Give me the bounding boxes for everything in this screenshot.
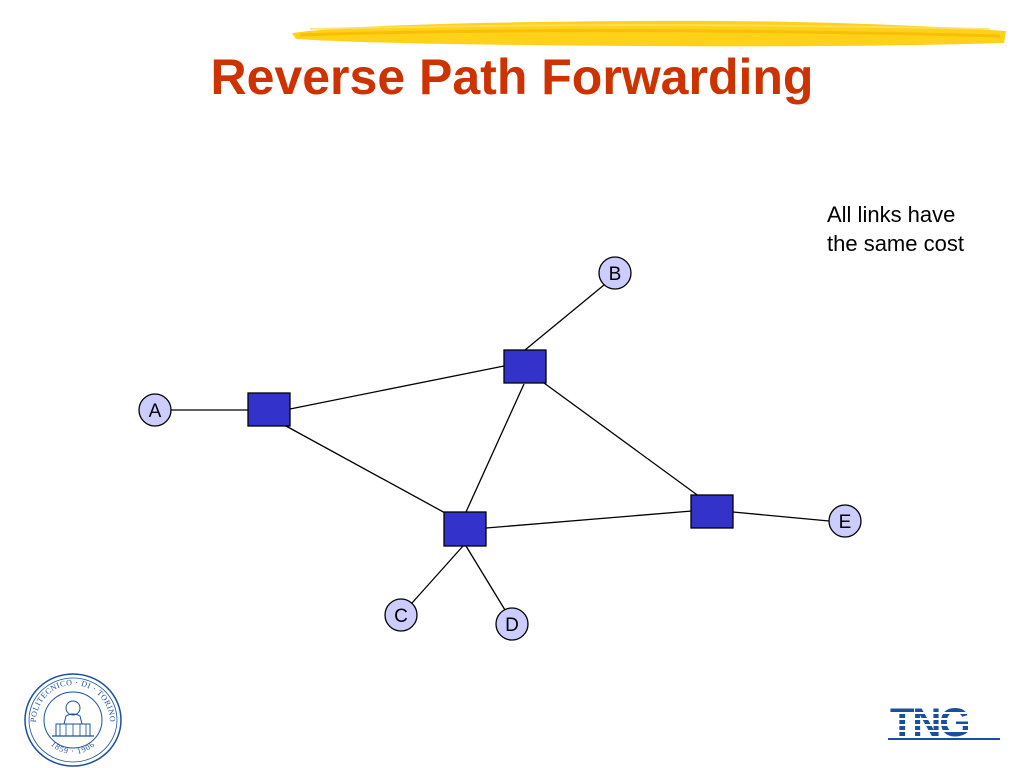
svg-text:TNG: TNG [890,701,968,742]
title-highlight-stroke [292,20,1006,47]
cost-note-line-1: All links have [827,202,956,227]
host-e-label: E [839,512,852,533]
link-r1-r3 [285,425,448,515]
router-r2 [503,349,547,384]
politecnico-seal-logo: POLITECNICO · DI · TORINO 1859 · 1906 [24,673,122,767]
slide-title: Reverse Path Forwarding [210,49,814,105]
routers [247,349,734,547]
host-b-label: B [609,264,622,285]
link-r3-c [411,545,464,604]
link-r2-b [524,284,605,351]
host-e: E [828,504,862,538]
link-r3-r4 [485,510,693,529]
link-r4-e [732,511,830,522]
hosts: A B C D E [138,256,862,641]
link-r2-r3 [465,383,525,513]
router-r4 [690,494,734,529]
host-a-label: A [149,401,162,422]
host-d: D [495,607,529,641]
host-c-label: C [394,606,408,627]
host-b: B [598,256,632,290]
router-r3 [443,511,487,547]
cost-note-line-2: the same cost [827,231,964,256]
links [171,284,830,611]
host-c: C [384,598,418,632]
link-r2-r4 [543,382,701,498]
cost-note: All links have the same cost [827,200,964,258]
host-d-label: D [505,615,519,636]
tng-logo: TNG [888,701,1000,742]
link-r1-r2 [289,365,505,410]
router-r1 [247,392,291,427]
link-r3-d [465,545,506,611]
host-a: A [138,393,172,427]
